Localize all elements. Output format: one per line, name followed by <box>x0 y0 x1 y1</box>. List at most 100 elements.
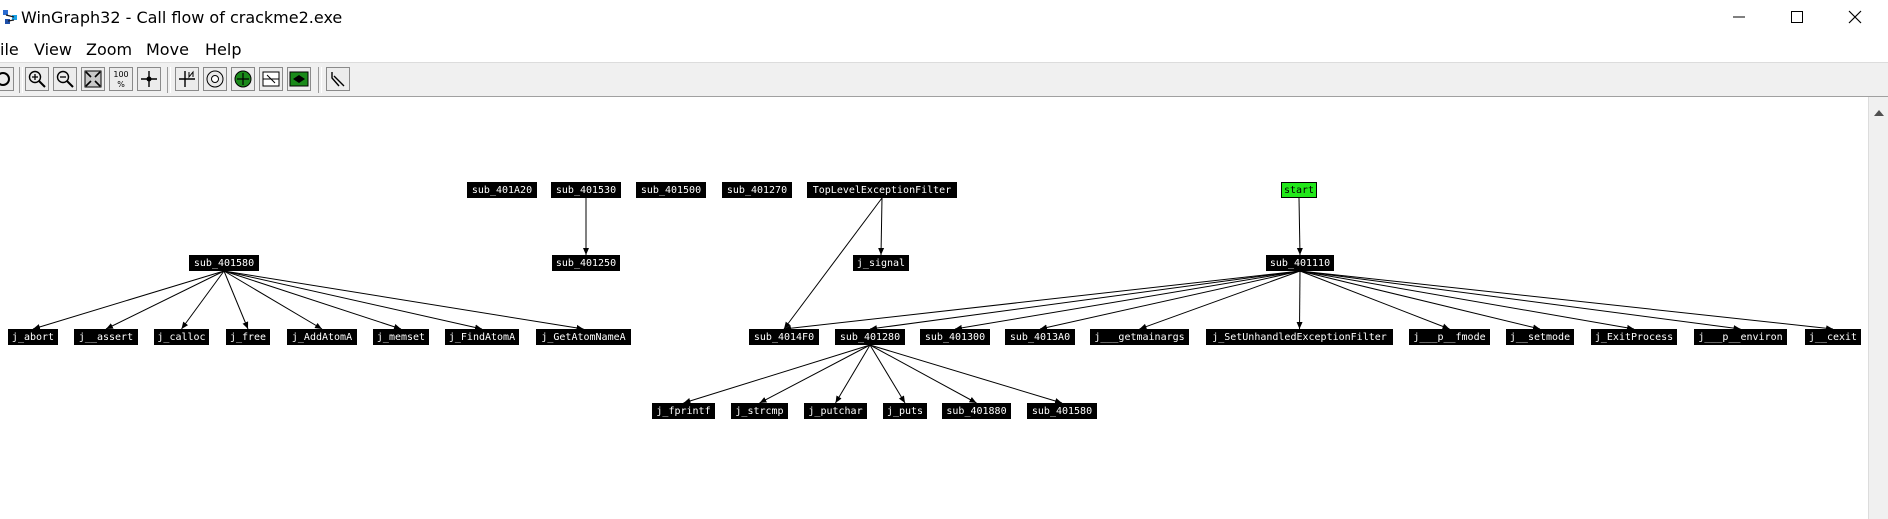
node-j-p-fmode[interactable]: j___p__fmode <box>1409 329 1490 345</box>
node-j-assert[interactable]: j__assert <box>74 329 138 345</box>
fit-to-window-button[interactable] <box>81 67 105 91</box>
window-title: WinGraph32 - Call flow of crackme2.exe <box>21 8 343 27</box>
node-j-strcmp[interactable]: j_strcmp <box>731 403 788 419</box>
edge-sub_401110-to-j___p__environ <box>1299 270 1741 332</box>
node-sub-401280[interactable]: sub_401280 <box>835 329 905 345</box>
node-j-calloc[interactable]: j_calloc <box>154 329 209 345</box>
node-sub-401580[interactable]: sub_401580 <box>189 255 259 271</box>
node-j-addatoma[interactable]: j_AddAtomA <box>287 329 357 345</box>
fish-button[interactable] <box>287 67 311 91</box>
node-j-setmode[interactable]: j__setmode <box>1506 329 1574 345</box>
zoom-100-icon: 100% <box>113 70 128 89</box>
layout-icon <box>262 71 280 87</box>
edge-sub_401580-to-j_calloc <box>181 270 225 330</box>
arrow-icon <box>331 72 345 87</box>
toolbar-separator <box>318 67 322 93</box>
node-sub-4013a0[interactable]: sub_4013A0 <box>1005 329 1075 345</box>
node-start[interactable]: start <box>1281 182 1317 198</box>
node-sub-401250[interactable]: sub_401250 <box>552 255 620 271</box>
node-sub-401300[interactable]: sub_401300 <box>920 329 990 345</box>
edge-sub_401110-to-sub_401280 <box>869 270 1301 332</box>
node-j-memset[interactable]: j_memset <box>373 329 429 345</box>
node-j-findatoma[interactable]: j_FindAtomA <box>445 329 519 345</box>
crosshair-button[interactable] <box>175 67 199 91</box>
menu-view[interactable]: View <box>34 40 72 59</box>
edge-start-to-sub_401110 <box>1296 197 1303 256</box>
globe-green-button[interactable] <box>231 67 255 91</box>
node-j-abort[interactable]: j_abort <box>8 329 58 345</box>
node-j-setunhandledexceptionfilter[interactable]: j_SetUnhandledExceptionFilter <box>1206 329 1393 345</box>
edge-sub_401580-to-j_memset <box>223 270 402 330</box>
node-j-p-environ[interactable]: j___p__environ <box>1694 329 1787 345</box>
app-icon <box>2 9 18 25</box>
node-sub-401530[interactable]: sub_401530 <box>551 182 621 198</box>
open-button[interactable] <box>0 67 14 91</box>
node-sub-401500[interactable]: sub_401500 <box>636 182 706 198</box>
edge-sub_401110-to-j___getmainargs <box>1139 270 1301 330</box>
node-j-getmainargs[interactable]: j___getmainargs <box>1090 329 1189 345</box>
minimize-button[interactable] <box>1710 0 1768 36</box>
node-j-puts[interactable]: j_puts <box>883 403 927 419</box>
node-j-getatomnamea[interactable]: j_GetAtomNameA <box>536 329 631 345</box>
edge-sub_401580-to-j_AddAtomA <box>223 270 323 330</box>
edge-sub_401280-to-j_putchar <box>835 344 871 404</box>
menu-file[interactable]: ile <box>0 40 19 59</box>
node-sub-401a20[interactable]: sub_401A20 <box>467 182 537 198</box>
edge-sub_401280-to-j_puts <box>869 344 906 404</box>
scroll-up-icon[interactable] <box>1873 103 1885 122</box>
layout-button[interactable] <box>259 67 283 91</box>
center-icon <box>141 71 157 87</box>
edge-sub_401580-to-j_free <box>223 270 249 330</box>
maximize-icon <box>1790 9 1804 28</box>
edge-sub_401280-to-sub_401580b <box>869 344 1063 404</box>
node-sub-401110[interactable]: sub_401110 <box>1266 255 1334 271</box>
edge-sub_401110-to-sub_401300 <box>954 270 1301 331</box>
vertical-scrollbar[interactable] <box>1868 97 1888 519</box>
zoom-100-button[interactable]: 100% <box>109 67 133 91</box>
edge-sub_401110-to-j__cexit <box>1299 270 1834 332</box>
graph-canvas[interactable]: sub_401A20 sub_401530 sub_401500 sub_401… <box>0 97 1868 519</box>
arrow-button[interactable] <box>326 67 350 91</box>
menu-bar: ile View Zoom Move Help <box>0 36 1888 63</box>
zoom-in-button[interactable] <box>25 67 49 91</box>
zoom-in-icon <box>28 70 46 88</box>
node-j-signal[interactable]: j_signal <box>853 255 909 271</box>
node-j-cexit[interactable]: j__cexit <box>1805 329 1861 345</box>
close-icon <box>1848 9 1862 28</box>
maximize-button[interactable] <box>1768 0 1826 36</box>
edge-sub_401110-to-j__setmode <box>1299 270 1541 331</box>
globe-green-icon <box>234 70 252 88</box>
globe-icon <box>206 70 224 88</box>
zoom-out-icon <box>56 70 74 88</box>
edge-sub_401280-to-j_strcmp <box>759 344 871 404</box>
open-icon <box>0 72 10 86</box>
node-toplevelexceptionfilter[interactable]: TopLevelExceptionFilter <box>807 182 957 198</box>
node-j-exitprocess[interactable]: j_ExitProcess <box>1591 329 1677 345</box>
menu-zoom[interactable]: Zoom <box>86 40 133 59</box>
close-button[interactable] <box>1826 0 1884 36</box>
node-sub-4014f0[interactable]: sub_4014F0 <box>749 329 819 345</box>
center-button[interactable] <box>137 67 161 91</box>
edge-TopLevelExceptionFilter-to-j_signal <box>878 197 885 256</box>
edge-TopLevelExceptionFilter-to-sub_4014F0 <box>783 197 883 330</box>
edge-sub_401110-to-j___p__fmode <box>1299 270 1450 330</box>
edge-sub_401110-to-j_ExitProcess <box>1299 270 1635 331</box>
title-bar: WinGraph32 - Call flow of crackme2.exe <box>0 0 1888 36</box>
node-j-putchar[interactable]: j_putchar <box>804 403 867 419</box>
edge-sub_401110-to-sub_4013A0 <box>1039 270 1301 331</box>
toolbar-separator <box>167 67 171 93</box>
node-j-free[interactable]: j_free <box>226 329 270 345</box>
edge-sub_401280-to-sub_401880 <box>869 344 977 404</box>
edge-sub_401280-to-j_fprintf <box>683 344 871 404</box>
node-sub-401880[interactable]: sub_401880 <box>942 403 1011 419</box>
edge-sub_401580-to-j_FindAtomA <box>223 270 483 331</box>
edge-sub_401580-to-j_abort <box>32 270 225 330</box>
zoom-out-button[interactable] <box>53 67 77 91</box>
node-sub-401270[interactable]: sub_401270 <box>722 182 792 198</box>
edge-sub_401580-to-j_GetAtomNameA <box>223 270 584 331</box>
node-sub-401580-child[interactable]: sub_401580 <box>1027 403 1097 419</box>
menu-help[interactable]: Help <box>205 40 242 59</box>
globe-button[interactable] <box>203 67 227 91</box>
node-j-fprintf[interactable]: j_fprintf <box>652 403 715 419</box>
menu-move[interactable]: Move <box>146 40 189 59</box>
